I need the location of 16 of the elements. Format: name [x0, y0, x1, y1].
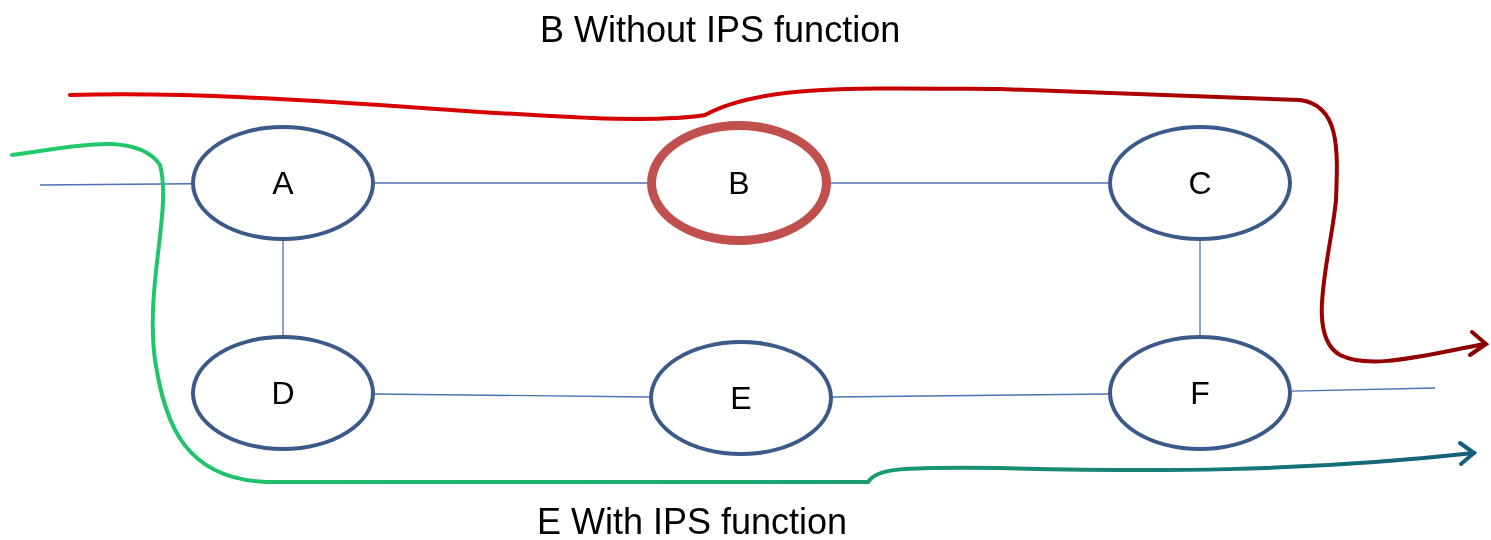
connector-line	[832, 393, 1109, 398]
connector-line	[282, 240, 284, 336]
node-label: C	[1188, 164, 1212, 203]
connector-line	[39, 183, 192, 186]
node-label: F	[1190, 374, 1210, 413]
node-label: B	[728, 164, 750, 203]
node-label: D	[271, 374, 295, 413]
node-label: A	[272, 164, 294, 203]
connector-line	[1199, 240, 1201, 336]
route-label: E With IPS function	[537, 500, 848, 540]
connector-line	[374, 393, 650, 398]
connector-line	[374, 182, 648, 184]
connector-line	[830, 182, 1109, 184]
connector-line	[1291, 387, 1436, 392]
route-label: B Without IPS function	[540, 8, 901, 52]
node-label: E	[730, 379, 752, 418]
